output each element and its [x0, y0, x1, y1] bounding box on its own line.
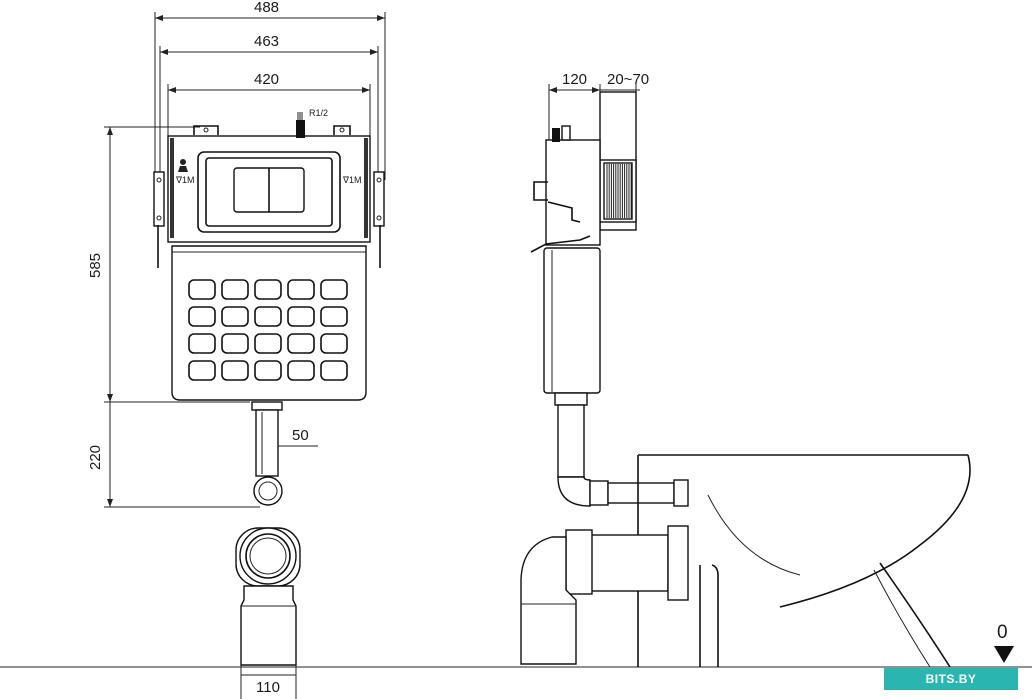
side-view-frame	[530, 91, 689, 507]
dim-pipe-dia: 50	[292, 427, 309, 444]
dim-height-drain: 220	[87, 445, 104, 470]
cistern-grid-cell	[320, 360, 348, 381]
cistern-grid	[188, 279, 348, 381]
cistern-grid-cell	[320, 333, 348, 354]
person-icon	[178, 159, 188, 172]
cistern-grid-cell	[287, 279, 315, 300]
cistern-grid-cell	[221, 360, 249, 381]
cistern-grid-cell	[188, 360, 216, 381]
side-dimensions: 120 20~70	[548, 71, 649, 145]
dim-width-outer: 488	[254, 0, 279, 16]
dim-outlet-dia: 110	[256, 679, 280, 696]
dim-wall-range: 20~70	[607, 71, 649, 88]
front-drain-pipe	[251, 401, 283, 506]
cistern-grid-cell	[254, 279, 282, 300]
wc-pan	[520, 454, 971, 668]
floor-level-marker: 0	[994, 622, 1014, 663]
dim-width-inner: 420	[254, 71, 279, 88]
dim-height-frame: 585	[87, 253, 104, 278]
label-water-inlet: R1/2	[309, 108, 328, 118]
cistern-grid-cell	[254, 306, 282, 327]
front-dimensions: 488 463 420 585 220 50 110	[87, 0, 386, 699]
dim-depth: 120	[562, 71, 587, 88]
cistern-grid-cell	[188, 306, 216, 327]
cistern-grid-cell	[188, 333, 216, 354]
cistern-grid-cell	[287, 333, 315, 354]
watermark-badge: BITS.BY	[884, 668, 1018, 690]
front-view-frame: R1/2 ∇1M ∇1M	[153, 108, 385, 401]
cistern-grid-cell	[221, 333, 249, 354]
cistern-grid-cell	[221, 306, 249, 327]
cistern-grid-cell	[188, 279, 216, 300]
dim-width-frame: 463	[254, 33, 279, 50]
cistern-grid-cell	[254, 333, 282, 354]
dim-floor-level: 0	[997, 622, 1008, 643]
cistern-grid-cell	[221, 279, 249, 300]
cistern-grid-cell	[287, 306, 315, 327]
label-left-mark: ∇1M	[175, 175, 195, 185]
cistern-grid-cell	[254, 360, 282, 381]
front-outlet	[235, 527, 301, 666]
cistern-grid-cell	[320, 279, 348, 300]
cistern-grid-cell	[320, 306, 348, 327]
cistern-grid-cell	[287, 360, 315, 381]
label-right-mark: ∇1M	[342, 175, 362, 185]
